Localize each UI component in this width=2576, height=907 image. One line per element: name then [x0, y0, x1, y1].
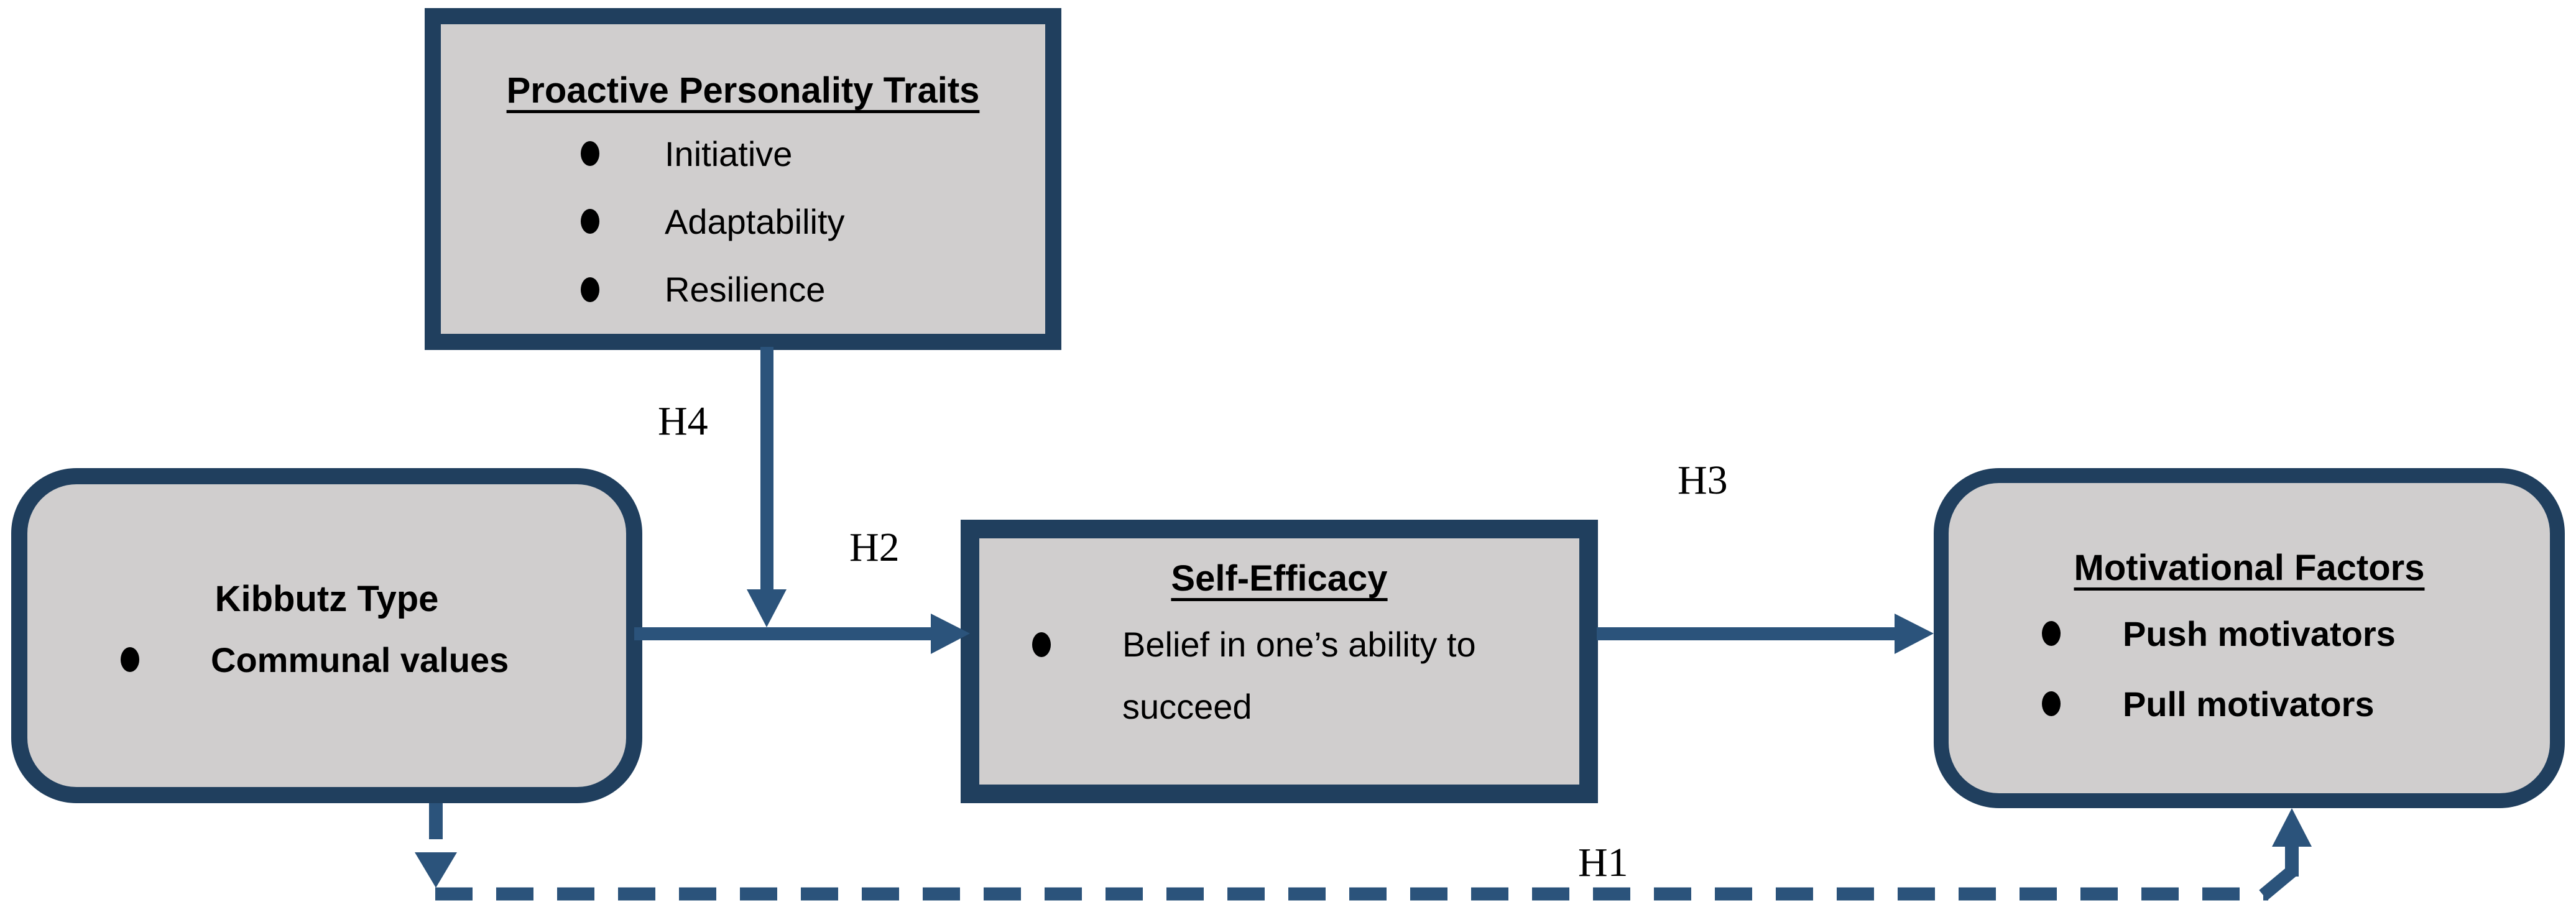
- bullet-icon: [2042, 621, 2061, 647]
- h1-dashed-arrow: [435, 808, 2312, 901]
- bullet-icon: [581, 277, 599, 302]
- box-title: Proactive Personality Traits: [441, 70, 1045, 112]
- bullet-list: Initiative Adaptability Resilience: [441, 133, 1045, 311]
- h3-arrow: [1597, 614, 1934, 654]
- box-title: Kibbutz Type: [27, 579, 626, 620]
- box-proactive-personality-traits: Proactive Personality Traits Initiative …: [425, 8, 1061, 350]
- bullet-text: Resilience: [665, 270, 826, 310]
- bullet-list: Communal values: [27, 639, 626, 681]
- box-self-efficacy: Self-Efficacy Belief in one’s ability to…: [961, 520, 1598, 803]
- box-kibbutz-type: Kibbutz Type Communal values: [11, 468, 642, 803]
- box-title-text: Kibbutz Type: [215, 579, 439, 619]
- label-h3: H3: [1678, 458, 1728, 503]
- list-item: Communal values: [121, 639, 626, 681]
- list-item: Adaptability: [581, 201, 1045, 242]
- bullet-list: Belief in one’s ability to succeed: [979, 614, 1579, 739]
- box-motivational-factors: Motivational Factors Push motivators Pul…: [1934, 468, 2565, 808]
- bullet-text: Communal values: [211, 640, 509, 679]
- bullet-icon: [2042, 691, 2061, 717]
- label-h4: H4: [658, 398, 708, 444]
- box-title: Self-Efficacy: [979, 558, 1579, 600]
- bullet-icon: [581, 209, 599, 234]
- bullet-list: Push motivators Pull motivators: [1949, 613, 2550, 725]
- list-item: Belief in one’s ability to succeed: [1032, 614, 1579, 739]
- bullet-text: Belief in one’s ability to succeed: [1122, 624, 1476, 727]
- bullet-text: Push motivators: [2123, 614, 2396, 653]
- h2-arrow: [634, 614, 970, 654]
- list-item: Push motivators: [2042, 613, 2550, 655]
- list-item: Initiative: [581, 133, 1045, 175]
- kibbutz-down-arrow: [415, 803, 457, 888]
- bullet-icon: [121, 647, 139, 673]
- label-h2: H2: [849, 525, 900, 570]
- box-title: Motivational Factors: [1949, 548, 2550, 589]
- bullet-icon: [1032, 632, 1051, 657]
- box-title-text: Proactive Personality Traits: [506, 70, 980, 111]
- list-item: Pull motivators: [2042, 683, 2550, 725]
- bullet-text: Initiative: [665, 134, 793, 173]
- bullet-icon: [581, 141, 599, 167]
- h4-arrow: [747, 347, 787, 627]
- box-title-text: Motivational Factors: [2074, 548, 2425, 588]
- label-h1: H1: [1578, 840, 1628, 885]
- bullet-text: Pull motivators: [2123, 684, 2375, 724]
- box-title-text: Self-Efficacy: [1171, 558, 1388, 599]
- bullet-text: Adaptability: [665, 201, 845, 241]
- list-item: Resilience: [581, 269, 1045, 310]
